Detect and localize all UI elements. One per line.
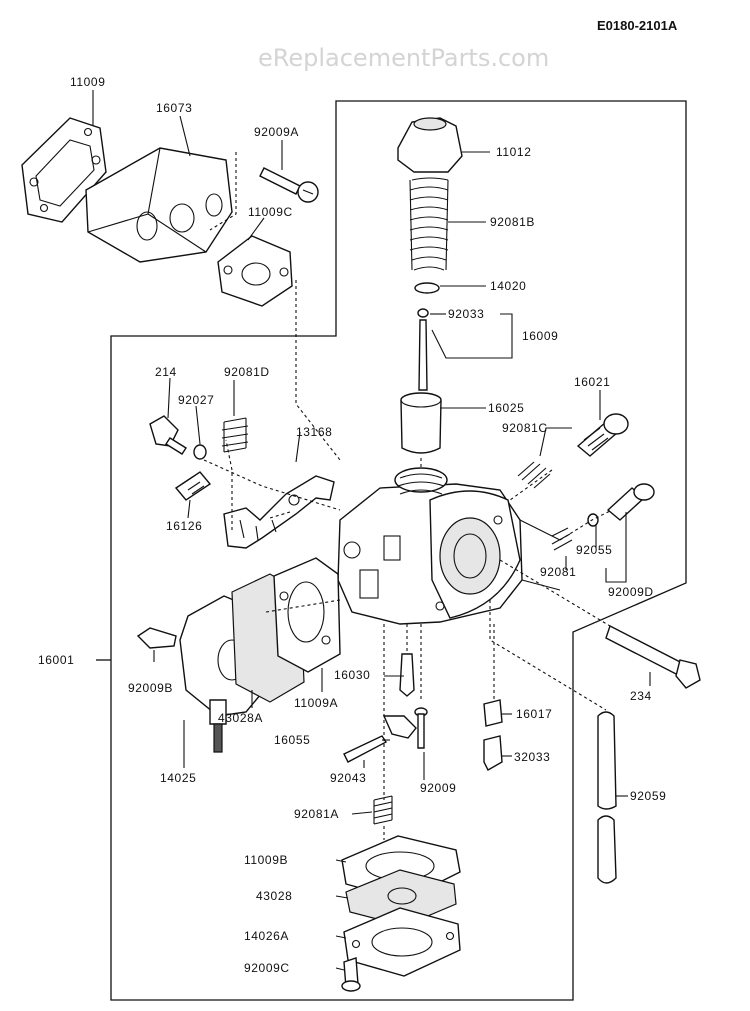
label-14020: 14020	[490, 279, 526, 293]
lever-16055	[382, 715, 417, 739]
spring-92081a	[373, 795, 393, 825]
spring-92081c	[517, 461, 551, 489]
label-92081: 92081	[540, 565, 576, 579]
pin-92043	[343, 735, 388, 763]
screw-214	[149, 415, 187, 455]
diaphragm-43028	[345, 869, 457, 927]
label-13168: 13168	[296, 425, 332, 439]
screw-92009d	[606, 483, 655, 521]
watermark: eReplacementParts.com	[258, 44, 549, 72]
gasket-11009c	[217, 235, 293, 307]
label-16025: 16025	[488, 401, 524, 415]
label-11009a: 11009A	[294, 696, 338, 710]
washer-92027	[193, 444, 207, 460]
label-32033: 32033	[514, 750, 550, 764]
assembly-outline	[110, 100, 687, 1001]
screw-92009c	[341, 957, 361, 992]
label-214: 214	[155, 365, 177, 379]
label-11012: 11012	[496, 145, 531, 159]
label-92081c: 92081C	[502, 421, 548, 435]
label-92009b: 92009B	[128, 681, 173, 695]
needle-16009	[417, 308, 429, 391]
fitting-32033	[483, 735, 503, 771]
gasket-11009a	[273, 557, 341, 673]
label-14026a: 14026A	[244, 929, 289, 943]
screw-92009a	[259, 167, 319, 203]
fitting-16017	[483, 699, 503, 727]
adjust-screw-16021	[576, 413, 629, 457]
label-92033: 92033	[448, 307, 484, 321]
label-92081b: 92081B	[490, 215, 535, 229]
label-16055: 16055	[274, 733, 310, 747]
label-92009c: 92009C	[244, 961, 290, 975]
label-16021: 16021	[574, 375, 610, 389]
callout-labels: 11009 16073 92009A 11009C 11012 92081B 1…	[38, 75, 666, 975]
label-14025: 14025	[160, 771, 196, 785]
screw-92009	[414, 707, 428, 749]
label-16030: 16030	[334, 668, 370, 682]
spring-92081b	[409, 177, 449, 271]
carburetor-body	[337, 467, 561, 625]
spring-92081d	[221, 417, 249, 453]
label-16126: 16126	[166, 519, 202, 533]
label-92009: 92009	[420, 781, 456, 795]
screw-92009b	[136, 627, 177, 649]
label-16073: 16073	[156, 101, 192, 115]
idle-screw-16126	[174, 471, 212, 501]
cap-11012	[397, 117, 463, 173]
label-11009c: 11009C	[248, 205, 293, 219]
label-92059: 92059	[630, 789, 666, 803]
label-92081a: 92081A	[294, 807, 339, 821]
label-11009b: 11009B	[244, 853, 288, 867]
label-16009: 16009	[522, 329, 558, 343]
label-43028: 43028	[256, 889, 292, 903]
bolt-234	[605, 625, 701, 689]
label-92043: 92043	[330, 771, 366, 785]
clip-14020	[414, 282, 440, 294]
label-16001: 16001	[38, 653, 74, 667]
diagram-code: E0180-2101A	[597, 18, 678, 33]
lever-13168	[223, 475, 335, 549]
label-92055: 92055	[576, 543, 612, 557]
label-43028a: 43028A	[218, 711, 263, 725]
label-234: 234	[630, 689, 652, 703]
throttle-valve-16025	[400, 392, 442, 454]
leader-lines	[92, 90, 651, 971]
label-92009a: 92009A	[254, 125, 299, 139]
gasket-11009	[21, 117, 107, 223]
inlet-needle-16030	[399, 653, 415, 697]
insulator-16073	[85, 147, 233, 263]
label-11009: 11009	[70, 75, 105, 89]
label-16017: 16017	[516, 707, 552, 721]
cover-14026a	[343, 907, 461, 977]
tube-92059	[597, 711, 617, 884]
label-92027: 92027	[178, 393, 214, 407]
label-92009d: 92009D	[608, 585, 654, 599]
label-92081d: 92081D	[224, 365, 270, 379]
